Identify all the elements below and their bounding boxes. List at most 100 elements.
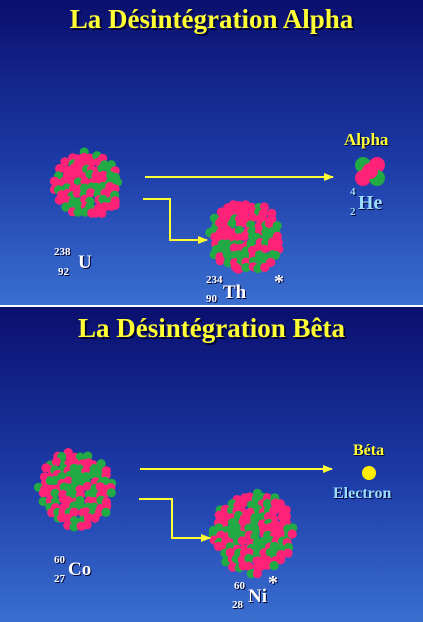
nucleon xyxy=(260,262,270,272)
thorium-symbol: Th xyxy=(223,282,247,303)
alpha-particle xyxy=(355,157,385,186)
beta-diagram xyxy=(33,448,376,579)
nucleon xyxy=(223,258,233,268)
nickel-excited-star: * xyxy=(268,572,278,594)
nucleon xyxy=(270,250,281,260)
thorium-mass-number: 234 xyxy=(206,274,223,286)
uranium-nucleus xyxy=(49,147,123,218)
nucleon xyxy=(86,158,96,168)
nucleon xyxy=(82,520,92,530)
nucleon xyxy=(55,164,65,174)
nucleon xyxy=(110,184,120,194)
nucleon xyxy=(101,507,111,517)
nucleon xyxy=(216,207,226,217)
nucleon xyxy=(262,499,273,509)
nucleon xyxy=(97,208,107,218)
nucleon xyxy=(240,231,250,241)
nucleon xyxy=(276,555,286,565)
cobalt-atomic-number: 27 xyxy=(54,573,65,585)
beta-particle-label: Béta xyxy=(353,442,385,459)
nickel-mass-number: 60 xyxy=(234,580,245,592)
thorium-excited-star: * xyxy=(274,271,284,293)
nucleon xyxy=(252,568,262,579)
nucleon xyxy=(73,207,83,217)
cobalt-mass-number: 60 xyxy=(54,554,65,566)
nucleon xyxy=(215,256,225,266)
nucleon xyxy=(253,264,263,274)
nucleon xyxy=(262,560,272,570)
nucleon xyxy=(38,496,48,507)
nucleon xyxy=(250,516,260,527)
helium-symbol: He xyxy=(358,192,383,214)
nucleon xyxy=(228,562,238,572)
nucleon xyxy=(283,548,293,558)
nucleon xyxy=(98,194,108,204)
nucleon xyxy=(110,200,120,210)
nucleon xyxy=(51,457,62,467)
nucleon xyxy=(269,561,279,571)
nucleon xyxy=(247,213,258,223)
nucleon xyxy=(269,506,279,516)
nucleon xyxy=(227,219,237,229)
nucleon xyxy=(241,262,251,273)
nucleon xyxy=(72,188,82,198)
nucleon xyxy=(69,522,79,532)
nucleon xyxy=(233,264,243,274)
nucleon xyxy=(237,536,247,546)
alpha-diagram xyxy=(49,147,385,274)
nucleon xyxy=(264,218,274,229)
beta-daughter-arrow xyxy=(139,498,211,542)
electron-label: Electron xyxy=(333,485,392,502)
nucleon xyxy=(69,507,79,517)
nucleon xyxy=(244,561,254,571)
alpha-title: La Désintégration Alpha xyxy=(69,4,354,34)
nucleon xyxy=(244,553,254,564)
nickel-symbol: Ni xyxy=(248,586,267,607)
nucleon xyxy=(50,488,60,498)
thorium-atomic-number: 90 xyxy=(206,293,217,305)
nucleon xyxy=(54,195,64,205)
nucleon xyxy=(215,218,225,228)
nucleon xyxy=(362,163,378,179)
nucleon xyxy=(106,488,116,498)
cobalt-symbol: Co xyxy=(68,559,92,580)
nucleon xyxy=(281,505,291,515)
nucleon xyxy=(91,170,101,181)
nucleon xyxy=(98,170,109,181)
nucleon xyxy=(222,249,232,260)
nucleon xyxy=(60,157,70,167)
nucleon xyxy=(258,536,268,546)
thorium-nucleus xyxy=(205,200,284,274)
uranium-mass-number: 238 xyxy=(54,246,71,258)
nucleon xyxy=(72,170,82,180)
nucleon xyxy=(234,250,244,260)
nickel-atomic-number: 28 xyxy=(232,599,243,611)
beta-decay-panel: La Désintégration Bêta Béta Electron 60 … xyxy=(0,307,423,622)
nucleon xyxy=(214,523,224,533)
alpha-daughter-arrow xyxy=(143,198,208,244)
nucleon xyxy=(287,529,297,539)
nucleon xyxy=(244,523,254,533)
beta-title: La Désintégration Bêta xyxy=(78,313,345,343)
nickel-nucleus xyxy=(208,488,298,579)
electron-particle xyxy=(362,466,376,480)
helium-mass-number: 4 xyxy=(350,186,356,198)
nucleon xyxy=(266,243,276,253)
nucleon xyxy=(273,237,283,247)
nucleon xyxy=(97,163,107,173)
nucleon xyxy=(254,256,264,266)
nucleon xyxy=(238,498,248,508)
nucleon xyxy=(83,512,93,523)
nucleon xyxy=(88,470,98,480)
nucleon xyxy=(231,516,241,526)
helium-atomic-number: 2 xyxy=(350,206,356,218)
alpha-particle-label: Alpha xyxy=(344,130,389,149)
nucleon xyxy=(240,206,250,216)
uranium-symbol: U xyxy=(78,252,92,273)
nucleon xyxy=(83,451,93,461)
nucleon xyxy=(90,513,100,523)
nucleon xyxy=(82,481,93,492)
alpha-decay-panel: La Désintégration Alpha Alpha 4 2 He 238… xyxy=(0,0,423,305)
panel-divider xyxy=(0,305,423,307)
cobalt-nucleus xyxy=(33,448,117,532)
